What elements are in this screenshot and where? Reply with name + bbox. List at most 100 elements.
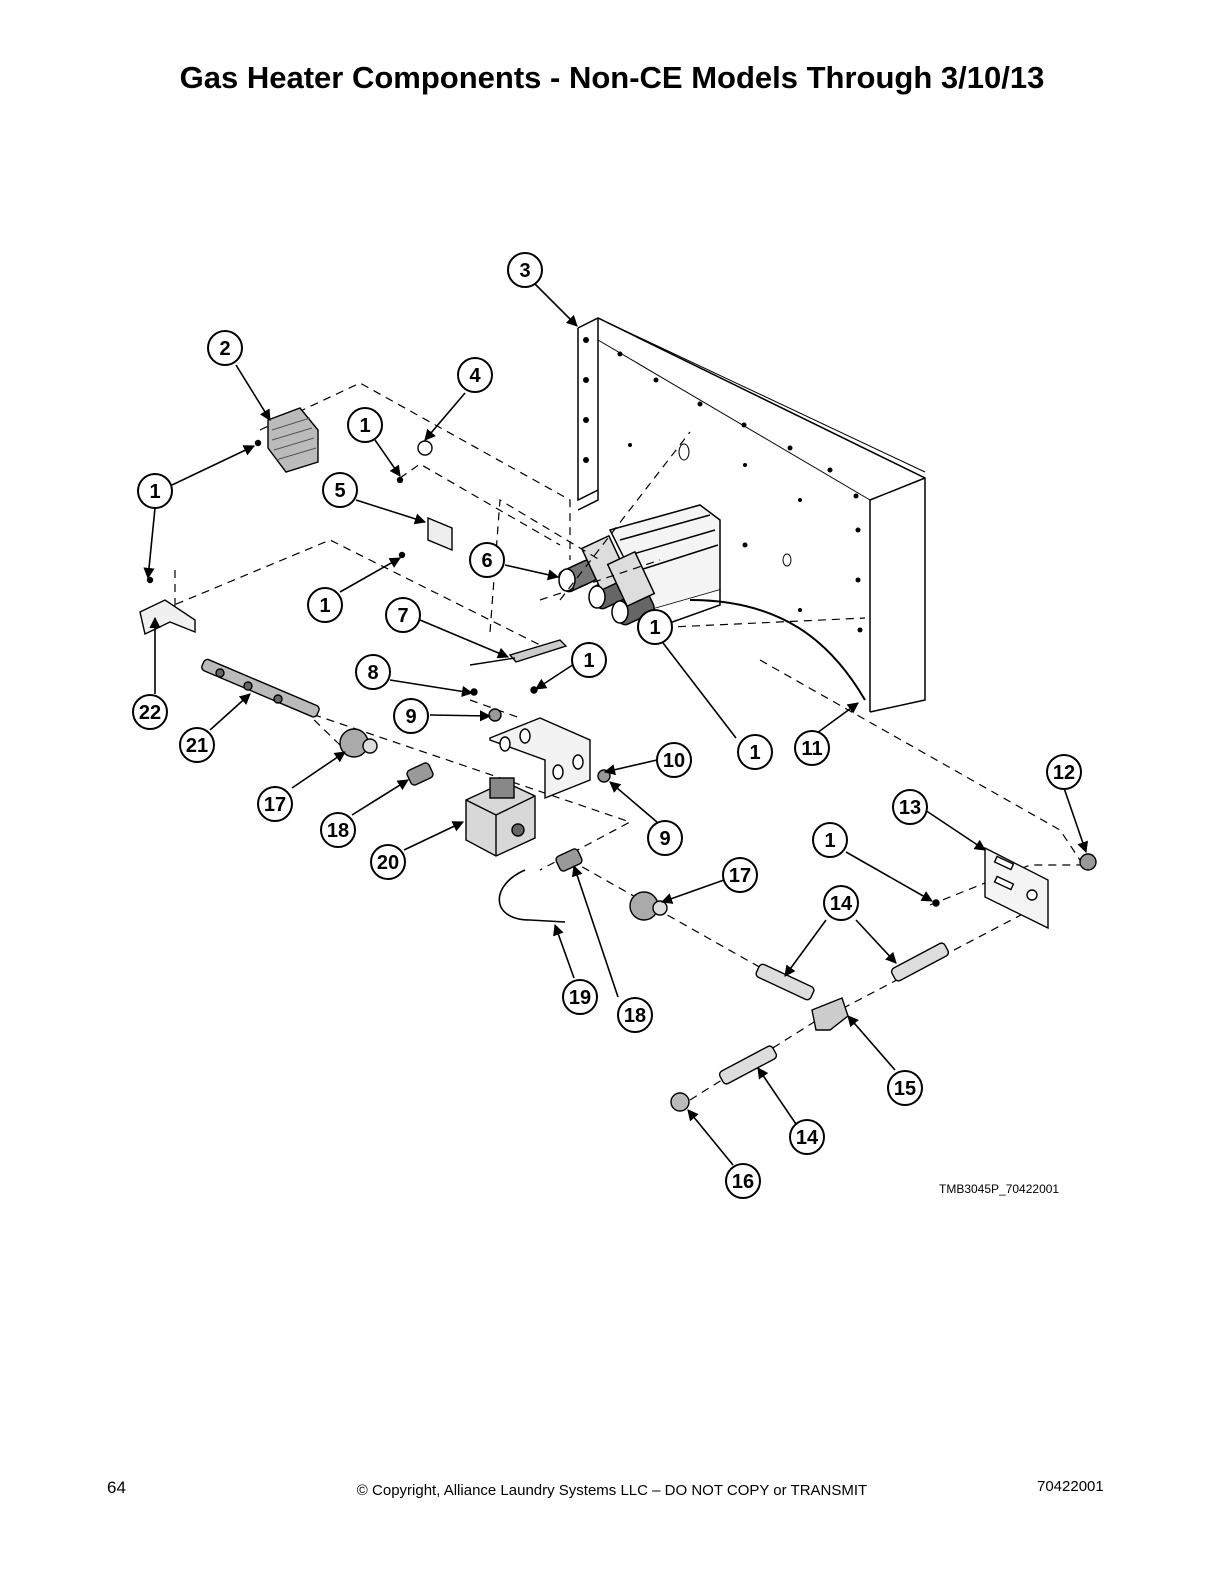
callout-circle [737, 734, 773, 770]
callout-circle [1046, 754, 1082, 790]
callout-circle [789, 1119, 825, 1155]
callout-3: 3 [507, 252, 543, 288]
callout-9: 9 [647, 820, 683, 856]
union-b [629, 891, 668, 921]
callout-label: 10 [663, 750, 685, 772]
callout-1: 1 [637, 609, 673, 645]
callout-label: 1 [149, 481, 160, 503]
callout-label: 18 [327, 820, 349, 842]
callout-label: 13 [899, 797, 921, 819]
short-nipple-b [555, 848, 583, 872]
copyright-notice: © Copyright, Alliance Laundry Systems LL… [356, 1482, 868, 1499]
pipe-cap [1079, 853, 1097, 871]
callout-1: 1 [137, 473, 173, 509]
callout-circle [725, 1163, 761, 1199]
leader-lines [143, 283, 1089, 1166]
page-title: Gas Heater Components - Non-CE Models Th… [179, 60, 1045, 95]
callout-8: 8 [355, 654, 391, 690]
explosion-lines [149, 382, 1088, 1101]
callout-label: 7 [397, 605, 408, 627]
callout-circle [823, 885, 859, 921]
callout-circle [722, 857, 758, 893]
callout-17: 17 [257, 786, 293, 822]
nut-a [488, 708, 502, 722]
callout-circle [385, 597, 421, 633]
callout-circle [571, 642, 607, 678]
callout-1: 1 [737, 734, 773, 770]
callout-circle [887, 1070, 923, 1106]
callout-circle [457, 357, 493, 393]
callout-circle [179, 727, 215, 763]
callout-label: 1 [649, 617, 660, 639]
callout-label: 9 [659, 828, 670, 850]
callout-circle [370, 844, 406, 880]
short-nipple-a [406, 762, 434, 786]
callout-15: 15 [887, 1070, 923, 1106]
callout-7: 7 [385, 597, 421, 633]
callout-circle [892, 789, 928, 825]
flame-sensor-clip [417, 440, 433, 456]
manifold-bracket [139, 599, 196, 636]
callout-10: 10 [656, 742, 692, 778]
callout-22: 22 [132, 694, 168, 730]
callout-label: 12 [1053, 762, 1075, 784]
heater-box-panel [577, 317, 926, 713]
callout-circle [562, 979, 598, 1015]
ignitor [508, 639, 568, 663]
callout-label: 1 [583, 650, 594, 672]
callout-circle [812, 822, 848, 858]
callout-circle [207, 330, 243, 366]
callout-label: 6 [481, 550, 492, 572]
callout-9: 9 [393, 698, 429, 734]
callout-circle [347, 407, 383, 443]
callout-18: 18 [320, 812, 356, 848]
callout-label: 1 [359, 415, 370, 437]
callout-18: 18 [617, 997, 653, 1033]
callout-label: 1 [319, 595, 330, 617]
pipe-nipple-a [755, 963, 815, 1001]
callout-circle [637, 609, 673, 645]
callout-1: 1 [347, 407, 383, 443]
callout-label: 17 [264, 794, 286, 816]
wire-harness [498, 869, 566, 923]
component-drawings [139, 407, 1097, 1112]
callout-circle [322, 472, 358, 508]
callout-label: 14 [796, 1127, 819, 1149]
gas-manifold [201, 658, 320, 718]
callout-circle [393, 698, 429, 734]
document-number: 70422001 [1037, 1478, 1104, 1495]
callout-label: 21 [186, 735, 208, 757]
mounting-plate [984, 846, 1049, 930]
callout-label: 11 [801, 738, 822, 760]
callout-circle [469, 542, 505, 578]
callout-14: 14 [823, 885, 859, 921]
callout-21: 21 [179, 727, 215, 763]
callout-2: 2 [207, 330, 243, 366]
callout-11: 11 [794, 730, 830, 766]
union-a [339, 728, 378, 758]
callout-14: 14 [789, 1119, 825, 1155]
callout-6: 6 [469, 542, 505, 578]
callout-label: 18 [624, 1005, 646, 1027]
callout-circle [647, 820, 683, 856]
callout-16: 16 [725, 1163, 761, 1199]
callout-circle [307, 587, 343, 623]
callout-17: 17 [722, 857, 758, 893]
page-number: 64 [107, 1478, 126, 1497]
callout-circle [656, 742, 692, 778]
callout-label: 19 [569, 987, 591, 1009]
sensor-bracket [427, 516, 453, 552]
callout-1: 1 [812, 822, 848, 858]
flex-tube [689, 599, 866, 701]
callout-circle [137, 473, 173, 509]
callout-1: 1 [307, 587, 343, 623]
callout-circle [132, 694, 168, 730]
callout-label: 4 [469, 365, 481, 387]
callout-circle [257, 786, 293, 822]
callout-circle [320, 812, 356, 848]
callout-13: 13 [892, 789, 928, 825]
callout-label: 9 [405, 706, 416, 728]
callout-label: 17 [729, 865, 751, 887]
callout-5: 5 [322, 472, 358, 508]
